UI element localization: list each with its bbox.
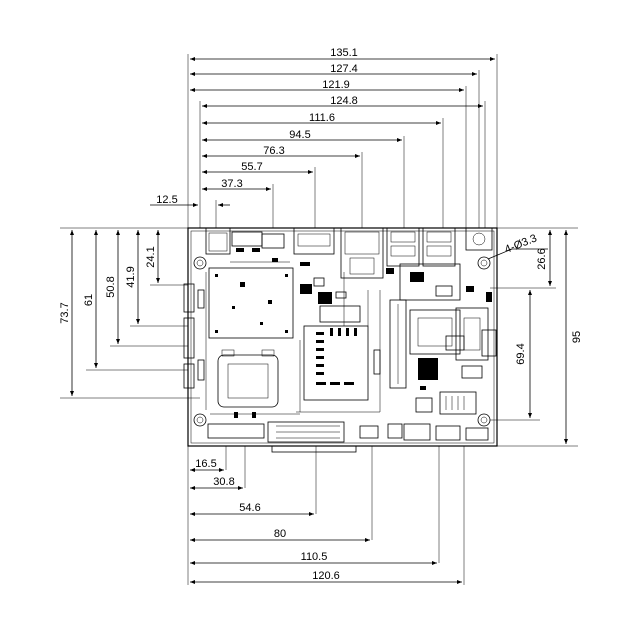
- mounting-hole-bottom-right: [477, 413, 491, 427]
- dim-top-0: 135.1: [330, 47, 358, 59]
- dim-left-4: 24.1: [145, 246, 157, 267]
- dim-right-2: 26.6: [536, 248, 548, 269]
- dim-top-9: 12.5: [156, 194, 177, 206]
- dim-top-1: 127.4: [330, 63, 358, 75]
- dim-top-8: 37.3: [221, 178, 242, 190]
- ic-dark: [318, 292, 332, 304]
- chipset-area: [303, 325, 369, 401]
- msata-slot: [409, 309, 461, 355]
- dim-bottom-3: 80: [274, 528, 286, 540]
- left-header-1: [183, 283, 195, 313]
- dim-bottom-5: 120.6: [312, 570, 340, 582]
- dim-left-2: 50.8: [105, 276, 117, 297]
- dim-top-2: 121.9: [322, 79, 350, 91]
- mounting-hole-top-left: [193, 256, 207, 270]
- rj45-port: [340, 227, 384, 279]
- hole-callout-label: 4-Ø3.3: [503, 232, 539, 256]
- dimension-geometry: [60, 54, 578, 585]
- dim-right-1: 69.4: [515, 343, 527, 364]
- bottom-header-1: [207, 423, 265, 439]
- dim-bottom-4: 110.5: [301, 551, 328, 563]
- audio-jack: [465, 227, 493, 251]
- dim-left-0: 73.7: [59, 302, 71, 323]
- dc-power-jack: [205, 227, 231, 255]
- left-header-2: [183, 317, 195, 359]
- chipset-pads: [316, 328, 357, 385]
- dim-top-5: 94.5: [289, 129, 310, 141]
- dim-top-3: 124.8: [330, 95, 358, 107]
- memory-chip-area: [217, 354, 279, 408]
- dim-bottom-2: 54.6: [239, 502, 260, 514]
- header-connector-top: [231, 231, 263, 247]
- ic-dark: [418, 358, 438, 380]
- ic-dark: [300, 284, 312, 294]
- dim-right-0: 95: [571, 331, 583, 343]
- dim-bottom-1: 30.8: [213, 476, 234, 488]
- dim-bottom-0: 16.5: [195, 458, 216, 470]
- lvds-connector: [267, 421, 345, 443]
- bottom-connector-2: [403, 423, 431, 441]
- sim-slot: [455, 307, 489, 361]
- usb-stack-1: [386, 227, 420, 267]
- board-components: [183, 248, 497, 453]
- pcb-inner-edge: [190, 230, 495, 444]
- mounting-hole-bottom-left: [193, 413, 207, 427]
- usb-stack-2: [422, 227, 456, 267]
- dim-top-6: 76.3: [263, 145, 284, 157]
- dimension-labels: 135.1 127.4 121.9 124.8 111.6 94.5 76.3 …: [59, 47, 583, 582]
- left-header-3: [183, 363, 195, 389]
- dim-left-3: 41.9: [125, 266, 137, 287]
- dim-top-7: 55.7: [241, 161, 262, 173]
- bottom-edge-connector: [271, 445, 357, 453]
- dim-left-1: 61: [83, 294, 95, 306]
- top-connectors: [205, 227, 493, 279]
- small-connector-top: [261, 233, 285, 249]
- mounting-hole-top-right: [477, 256, 491, 270]
- vertical-header: [389, 299, 407, 389]
- hdmi-port: [293, 227, 335, 255]
- dim-top-4: 111.6: [309, 112, 335, 124]
- cpu-pad-grid: [215, 274, 288, 333]
- cpu-heatsink-area: [208, 267, 294, 339]
